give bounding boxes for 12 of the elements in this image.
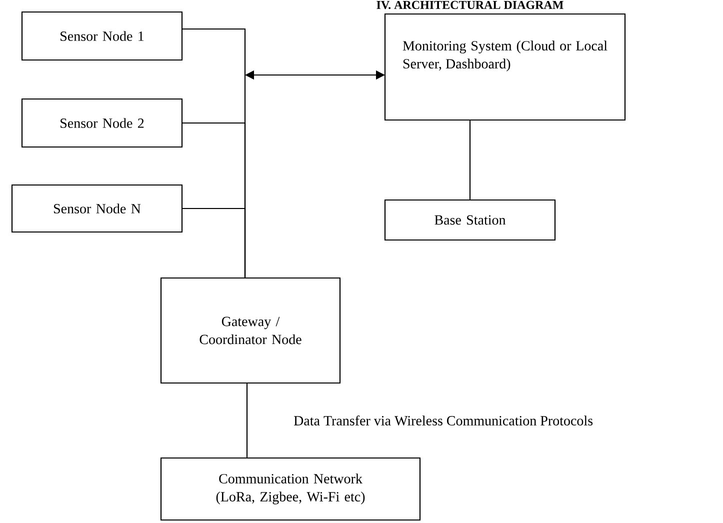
- process-box: Communication Network (LoRa, Zigbee, Wi-Fi etc): [160, 457, 421, 521]
- title: IV. ARCHITECTURAL DIAGRAM: [376, 0, 564, 10]
- process-box: Sensor Node N: [11, 184, 183, 233]
- process-box: Sensor Node 1: [21, 11, 183, 61]
- connector-line: [469, 120, 471, 200]
- process-box: Sensor Node 2: [21, 98, 183, 148]
- process-box: Gateway / Coordinator Node: [160, 277, 341, 384]
- process-box: Base Station: [384, 199, 556, 241]
- connector-line: [246, 383, 248, 458]
- process-box: Monitoring System (Cloud or Local Server, Dashboard): [384, 13, 626, 121]
- connector-line: [182, 208, 246, 278]
- edge-label: Data Transfer via Wireless Communication Protocols: [292, 414, 594, 427]
